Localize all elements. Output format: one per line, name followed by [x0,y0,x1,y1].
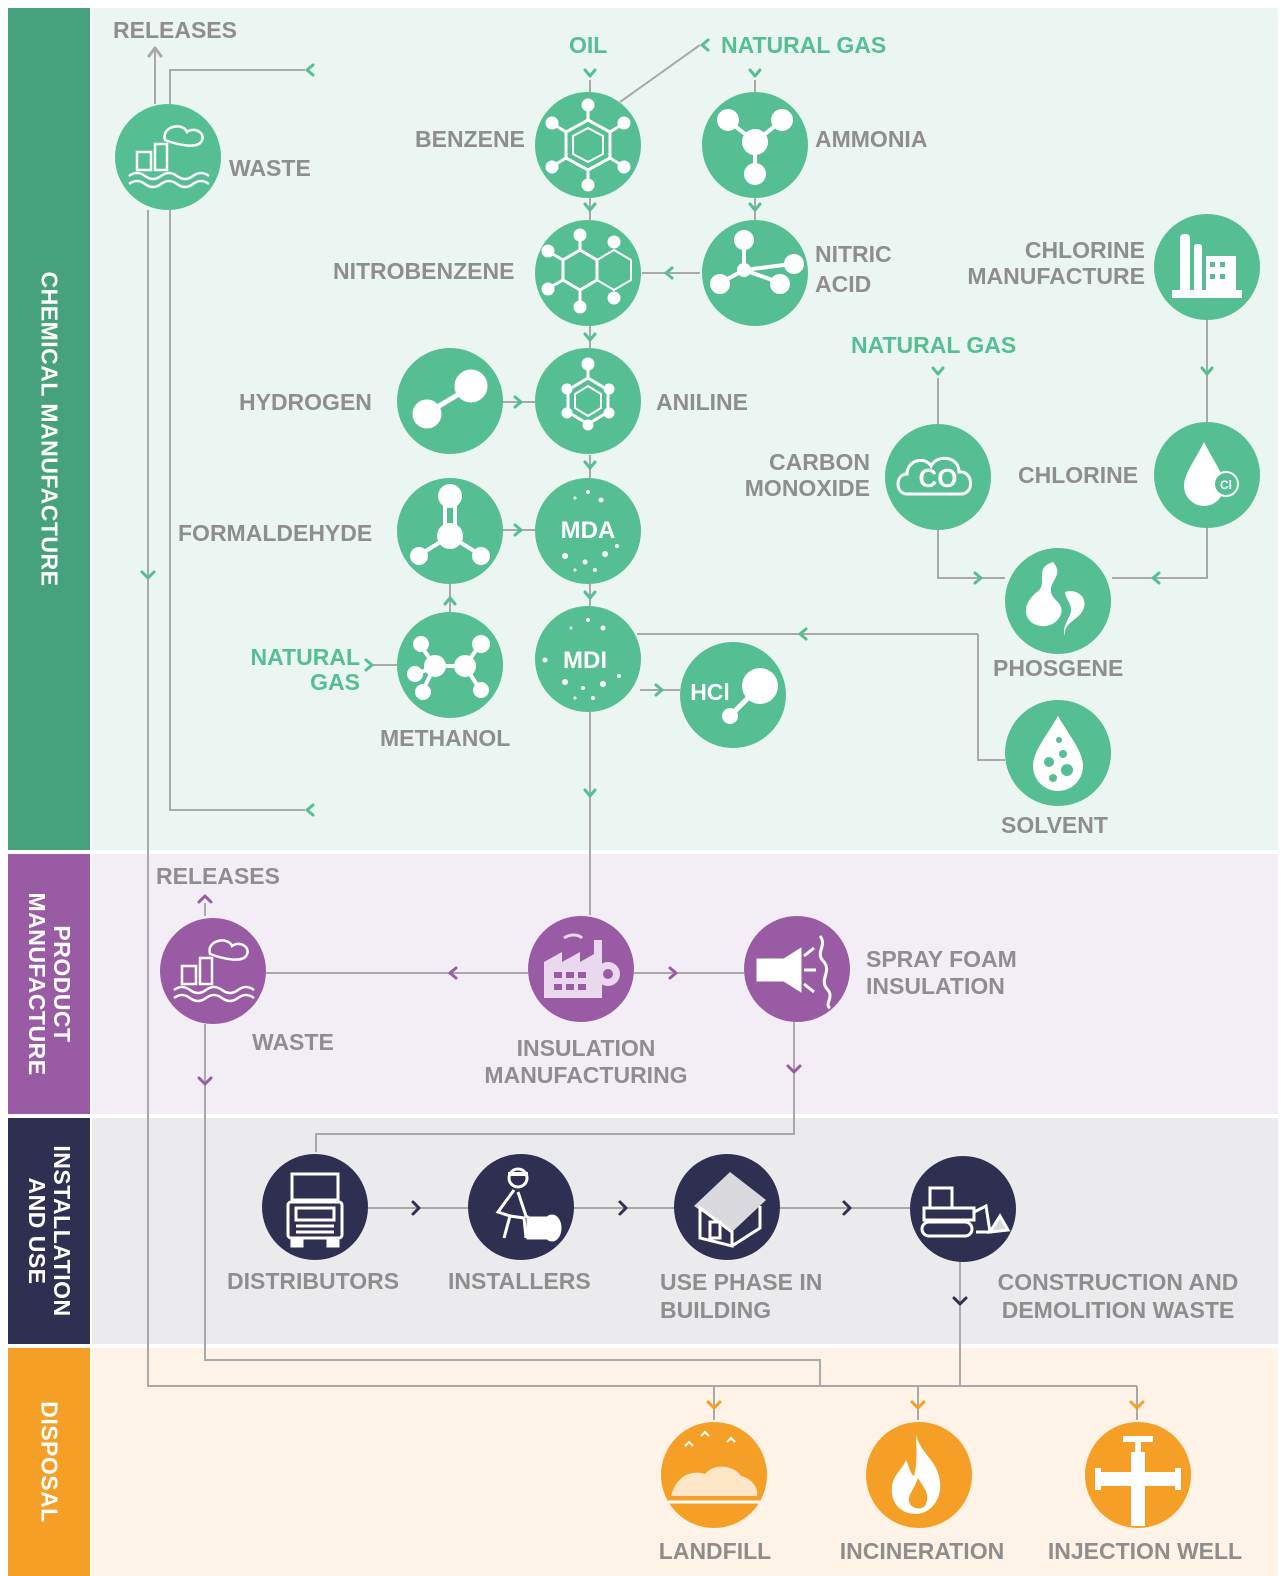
product-side-band: PRODUCT MANUFACTURE [8,854,90,1114]
truck-icon [286,1172,344,1248]
oil-label: OIL [569,32,608,58]
methanol-molecule-icon [407,635,490,700]
product-band-bg [92,854,1278,1114]
product-releases-label: RELEASES [156,863,280,889]
nitrobenzene-node [535,220,641,326]
formaldehyde-label: FORMALDEHYDE [178,520,373,546]
ammonia-molecule-icon [717,109,793,185]
hydrogen-node [397,348,503,454]
aniline-molecule-icon [561,357,615,431]
insulation-manufacturing-label: INSULATION MANUFACTURING [484,1035,688,1088]
distributors-label: DISTRIBUTORS [227,1268,400,1294]
installers-label: INSTALLERS [448,1268,591,1294]
distributors-node [262,1154,368,1260]
product-waste-node [160,918,266,1024]
formaldehyde-node [397,478,503,584]
methanol-label: METHANOL [380,725,511,751]
cl-symbol: Cl [1220,478,1232,492]
hydrogen-label: HYDROGEN [239,389,372,415]
installers-node [468,1154,574,1260]
injection-well-icon [1095,1436,1181,1526]
chlorine-manufacture-node [1154,214,1260,320]
benzene-node [535,92,641,198]
landfill-label: LANDFILL [658,1538,772,1564]
chem-waste-label: WASTE [229,155,311,181]
co-cloud-icon: CO [896,456,972,496]
factory-gear-icon [544,933,620,998]
house-icon [694,1172,766,1248]
nitric-acid-node [702,220,808,326]
mda-particles-icon: MDA [561,490,619,572]
installer-worker-icon [495,1167,562,1242]
factory-waste-icon [173,939,255,1003]
solvent-label: SOLVENT [1001,812,1108,838]
natural-gas-top-label: NATURAL GAS [721,32,887,58]
aniline-label: ANILINE [656,389,748,415]
use-phase-label: USE PHASE IN BUILDING [660,1269,823,1323]
benzene-molecule-icon [545,98,631,192]
nitrobenzene-label: NITROBENZENE [333,258,515,284]
chem-releases-label: RELEASES [113,17,237,43]
phosgene-label: PHOSGENE [993,655,1124,681]
methanol-node [397,612,503,718]
chemical-side-band: CHEMICAL MANUFACTURE [8,8,90,850]
phosgene-gas-icon [1025,562,1085,636]
natural-gas-mid-label: NATURAL GAS [851,332,1017,358]
chlorine-node: Cl [1154,422,1260,528]
mdi-particles-icon: MDI [542,618,621,700]
mdi-node: MDI [535,606,641,712]
chlorine-drop-icon: Cl [1184,442,1239,506]
bulldozer-icon [920,1186,1011,1238]
cd-waste-node [910,1156,1016,1262]
solvent-drop-icon [1033,716,1083,791]
flame-icon [891,1434,941,1514]
insulation-manufacturing-node [528,916,634,1022]
carbon-monoxide-node: CO [885,424,991,530]
hcl-symbol: HCl [690,679,730,705]
nitric-acid-label: NITRIC ACID [815,241,892,297]
hcl-molecule-icon: HCl [690,668,778,724]
landfill-icon [667,1430,761,1504]
cd-waste-label: CONSTRUCTION AND DEMOLITION WASTE [997,1269,1239,1323]
aniline-node [535,348,641,454]
solvent-node [1005,700,1111,806]
carbon-monoxide-label: CARBON MONOXIDE [744,449,870,501]
mda-node: MDA [535,478,641,584]
co-symbol: CO [919,463,958,493]
use-phase-node [674,1154,780,1260]
nitric-acid-molecule-icon [710,230,804,294]
chlorine-manufacture-label: CHLORINE MANUFACTURE [967,237,1145,289]
chlorine-label: CHLORINE [1018,462,1139,488]
incineration-node [866,1422,972,1528]
formaldehyde-molecule-icon [410,484,490,565]
factory-waste-icon [128,125,210,189]
incineration-label: INCINERATION [839,1538,1005,1564]
spray-foam-label: SPRAY FOAM INSULATION [866,946,1017,999]
nitrobenzene-molecule-icon [541,228,632,314]
spray-gun-icon [756,935,832,1010]
chemical-plant-icon [1172,234,1242,298]
product-waste-label: WASTE [252,1029,334,1055]
mda-symbol: MDA [561,517,616,544]
installation-side-band: INSTALLATION AND USE [8,1118,90,1344]
chem-waste-node [115,104,221,210]
hydrogen-molecule-icon [412,369,488,429]
hcl-node: HCl [680,642,786,748]
landfill-node [661,1422,767,1528]
injection-well-node [1085,1422,1191,1528]
phosgene-node [1005,548,1111,654]
disposal-side-band: DISPOSAL [8,1348,90,1576]
benzene-label: BENZENE [415,126,525,152]
injection-well-label: INJECTION WELL [1047,1538,1243,1564]
ammonia-label: AMMONIA [815,126,928,152]
mdi-symbol: MDI [563,647,607,674]
natural-gas-left-label: NATURAL GAS [250,644,360,695]
spray-foam-node [744,916,850,1022]
ammonia-node [702,92,808,198]
